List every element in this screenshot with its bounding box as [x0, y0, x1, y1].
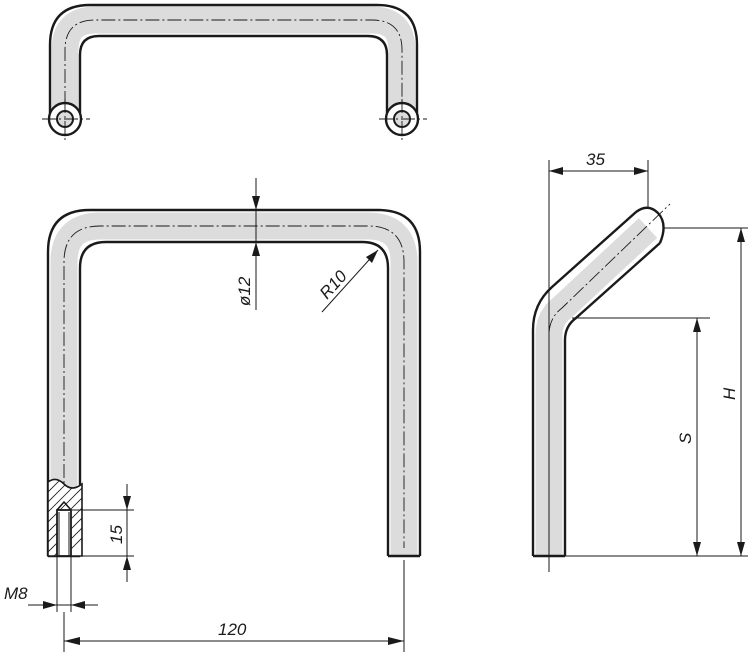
thread-size-label: M8 [4, 584, 28, 603]
side-view: 35 H S [531, 150, 748, 572]
thread-depth-dimension: 15 [72, 484, 134, 582]
diameter-label: ø12 [235, 276, 254, 306]
front-view-outline [46, 208, 422, 558]
radius-label: R10 [316, 266, 351, 302]
thread-depth-label: 15 [107, 525, 126, 544]
width-label: 120 [218, 620, 247, 639]
front-view: 15 M8 120 ø12 [4, 178, 422, 652]
diameter-dimension: ø12 [235, 178, 260, 310]
spacing-label: S [676, 432, 695, 444]
thread-size-dimension: M8 [4, 556, 98, 612]
side-view-outline [531, 206, 665, 558]
radius-dimension: R10 [316, 249, 379, 313]
thread-bore [56, 509, 72, 557]
height-dimension: H [565, 227, 748, 557]
section-hatch [47, 478, 83, 557]
spacing-dimension: S [572, 317, 710, 556]
offset-label: 35 [586, 150, 605, 169]
height-label: H [720, 387, 739, 400]
offset-dimension: 35 [548, 150, 649, 572]
top-view-outline [48, 3, 419, 113]
top-view [42, 3, 427, 140]
width-dimension: 120 [63, 560, 405, 652]
